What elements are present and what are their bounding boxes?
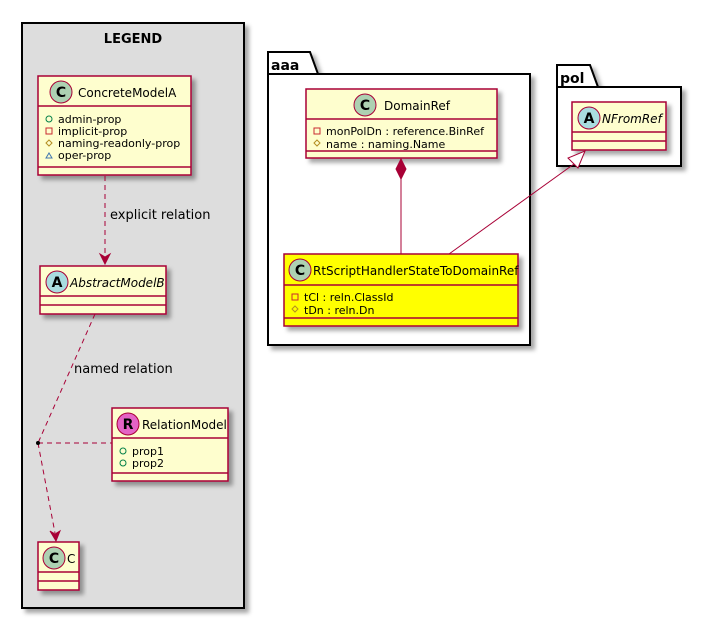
class-prop: prop2 [132, 457, 164, 470]
prop-public-icon [119, 447, 127, 455]
prop-protected-icon [45, 139, 53, 147]
class-a-stereotype-icon [45, 270, 69, 294]
class-prop: tDn : reln.Dn [304, 304, 374, 317]
class-nfrom-ref[interactable]: A NFromRef [571, 101, 667, 151]
package-aaa-name: aaa [271, 58, 299, 74]
class-prop: tCl : reln.ClassId [304, 291, 394, 304]
class-c-stereotype-icon [49, 80, 73, 104]
class-name: NFromRef [602, 112, 664, 126]
class-prop: name : naming.Name [326, 138, 446, 151]
stereotype-letter: R [123, 417, 134, 433]
prop-private-icon [313, 127, 321, 135]
class-name: ConcreteModelA [78, 86, 177, 100]
prop-protected-icon [313, 139, 321, 147]
edge-explicit-relation: explicit relation [98, 176, 210, 266]
edge-named-relation: named relation [36, 313, 173, 543]
prop-protected-icon [291, 305, 299, 313]
class-name: DomainRef [384, 99, 451, 113]
prop-package-icon [45, 152, 53, 159]
class-prop: monPolDn : reference.BinRef [326, 125, 485, 138]
class-rt-script-handler[interactable]: C RtScriptHandlerStateToDomainRef tCl : … [283, 253, 519, 327]
stereotype-letter: C [295, 263, 305, 279]
composition-diamond-icon [395, 157, 407, 181]
class-relation-model[interactable]: R RelationModel prop1 prop2 [111, 407, 229, 482]
stereotype-letter: A [52, 275, 63, 291]
inheritance-arrow-icon [567, 150, 586, 169]
arrow-head-icon [49, 529, 62, 543]
stereotype-letter: C [56, 85, 66, 101]
edge-inheritance [448, 150, 586, 255]
stereotype-letter: C [49, 551, 59, 567]
class-name: RtScriptHandlerStateToDomainRef [313, 264, 519, 278]
class-concrete-model-a[interactable]: C ConcreteModelA admin-prop implicit-pro… [37, 75, 192, 176]
class-c[interactable]: C C [37, 541, 80, 591]
class-prop: prop1 [132, 445, 164, 458]
class-c-stereotype-icon [353, 93, 377, 117]
class-prop: admin-prop [58, 113, 121, 126]
stereotype-letter: A [584, 111, 595, 127]
class-r-stereotype-icon [116, 412, 140, 436]
class-domain-ref[interactable]: C DomainRef monPolDn : reference.BinRef … [305, 88, 498, 159]
edge-label: named relation [74, 362, 173, 377]
prop-private-icon [45, 127, 53, 135]
prop-private-icon [291, 293, 299, 301]
junction-dot [36, 441, 40, 445]
legend-title: LEGEND [104, 32, 163, 47]
class-name: RelationModel [142, 418, 227, 432]
class-prop: implicit-prop [58, 125, 127, 138]
edge-label: explicit relation [110, 208, 210, 223]
class-prop: oper-prop [58, 149, 111, 162]
class-name: C [67, 552, 75, 566]
class-a-stereotype-icon [577, 106, 601, 130]
class-prop: naming-readonly-prop [58, 137, 180, 150]
class-name: AbstractModelB [69, 276, 165, 290]
edge-composition [395, 157, 407, 254]
class-c-stereotype-icon [288, 258, 312, 282]
arrow-head-icon [98, 252, 112, 266]
package-pol-name: pol [560, 71, 584, 87]
stereotype-letter: C [360, 98, 370, 114]
prop-public-icon [119, 459, 127, 467]
prop-public-icon [45, 115, 53, 123]
class-c-stereotype-icon [42, 546, 66, 570]
class-abstract-model-b[interactable]: A AbstractModelB [39, 265, 167, 315]
